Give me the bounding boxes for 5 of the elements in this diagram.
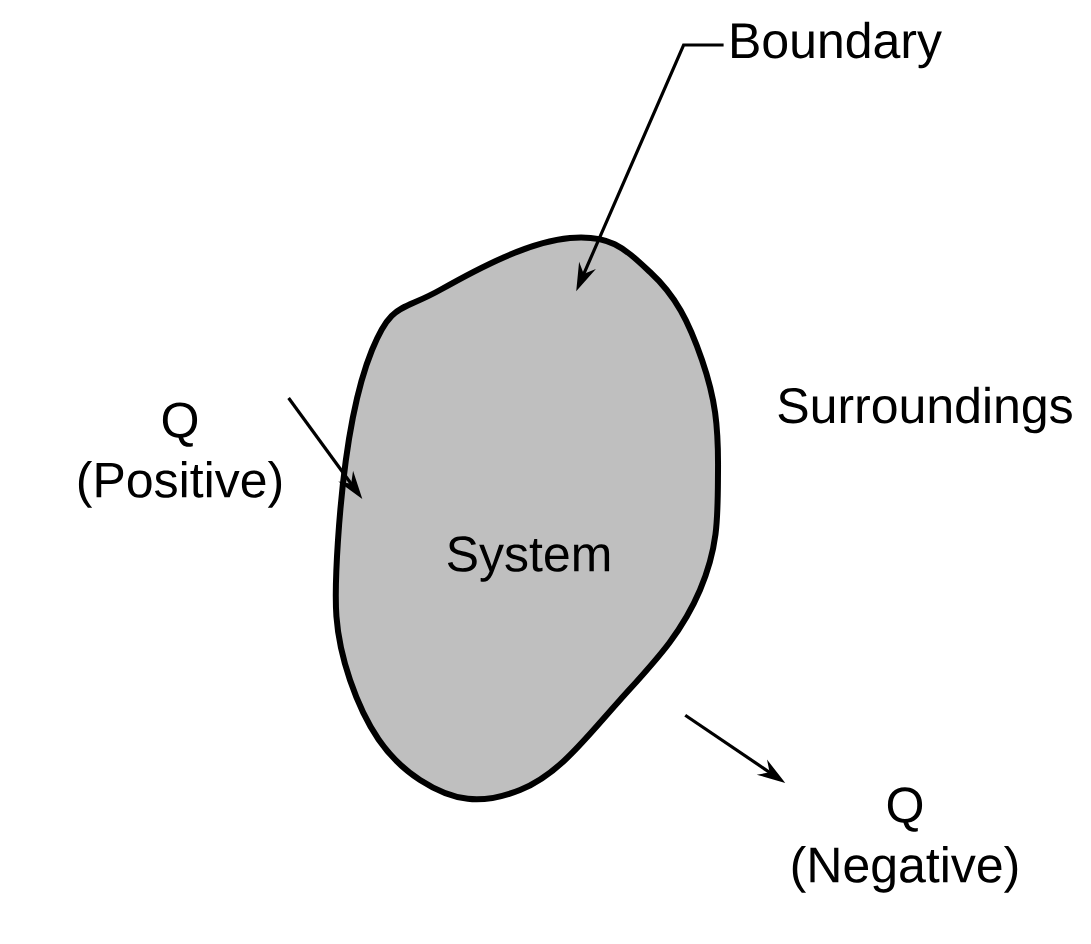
node-label: Q (Negative) <box>792 787 1018 893</box>
region-label: Surroundings <box>778 386 1072 434</box>
system-blob: System <box>332 234 722 803</box>
node-label: Q (Positive) <box>78 402 282 508</box>
node-label: Boundary <box>732 21 942 69</box>
